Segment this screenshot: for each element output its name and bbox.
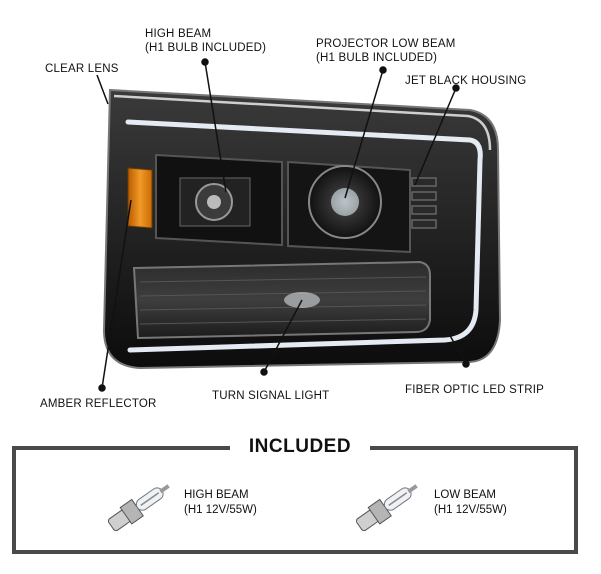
- callout-fiber-optic: FIBER OPTIC LED STRIP: [405, 383, 544, 397]
- jet-black-housing-fins: [411, 177, 437, 229]
- callout-high-beam: HIGH BEAM (H1 BULB INCLUDED): [145, 27, 266, 55]
- fiber-optic-led-strip: [125, 119, 483, 353]
- turn-signal-light: [132, 260, 431, 340]
- bulb-low-beam-name: LOW BEAM: [434, 489, 496, 501]
- callout-fiber-optic-text: FIBER OPTIC LED STRIP: [405, 384, 545, 396]
- callout-projector: PROJECTOR LOW BEAM (H1 BULB INCLUDED): [316, 37, 456, 65]
- callout-turn-signal-text: TURN SIGNAL LIGHT: [212, 390, 330, 402]
- bulb-high-beam-spec: (H1 12V/55W): [184, 504, 257, 516]
- callout-high-beam-line2: (H1 BULB INCLUDED): [145, 42, 267, 54]
- callout-clear-lens-text: CLEAR LENS: [45, 63, 119, 75]
- callout-amber-text: AMBER REFLECTOR: [40, 398, 157, 410]
- callout-jet-black: JET BLACK HOUSING: [405, 74, 526, 88]
- bulb-high-beam-name: HIGH BEAM: [184, 489, 249, 501]
- bulb-label-low-beam: LOW BEAM (H1 12V/55W): [434, 488, 507, 518]
- callout-projector-line2: (H1 BULB INCLUDED): [316, 52, 438, 64]
- lens-edge-highlight: [113, 94, 492, 151]
- headlight-illustration: [96, 58, 502, 392]
- callout-clear-lens: CLEAR LENS: [45, 62, 119, 76]
- callout-leaders: [96, 58, 470, 392]
- bulb-label-high-beam: HIGH BEAM (H1 12V/55W): [184, 488, 257, 518]
- h1-bulb-icon: [107, 484, 170, 532]
- amber-reflector: [127, 167, 153, 229]
- h1-bulb-icon: [355, 484, 418, 532]
- callout-amber: AMBER REFLECTOR: [40, 397, 157, 411]
- callout-jet-black-text: JET BLACK HOUSING: [405, 75, 527, 87]
- callout-projector-line1: PROJECTOR LOW BEAM: [316, 38, 456, 50]
- callout-turn-signal: TURN SIGNAL LIGHT: [212, 389, 329, 403]
- callout-high-beam-line1: HIGH BEAM: [145, 28, 212, 40]
- included-title: INCLUDED: [230, 434, 370, 460]
- bulb-low-beam-spec: (H1 12V/55W): [434, 504, 507, 516]
